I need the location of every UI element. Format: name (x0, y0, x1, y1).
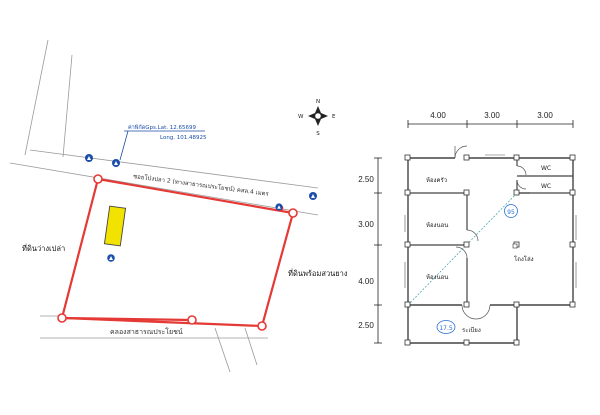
plot-boundary (60, 177, 295, 328)
compass-rose: N S E W (298, 99, 336, 137)
doors (454, 145, 527, 320)
column (569, 189, 576, 196)
compass-n: N (316, 99, 320, 105)
room-hall: โถงโล่ง (514, 255, 534, 263)
wall (467, 305, 518, 344)
camera-marker-icon (107, 254, 115, 262)
camera-marker-icon (309, 192, 317, 200)
room-bedroom-1: ห้องนอน (426, 222, 448, 229)
road-edge-line (9, 162, 319, 216)
plot-boundary-edge (61, 316, 193, 322)
site-plan: ค่าพิกัดGps.Lat. 12.65699 Long. 101.4892… (9, 39, 348, 373)
badge-circle (504, 204, 518, 218)
road-edge-line (29, 149, 319, 189)
column (404, 189, 411, 196)
door-swing-icon (455, 246, 468, 259)
column (569, 154, 576, 161)
road-label: ซอยโป่งปลา 2 (ทางสาธารณประโยชน์) คสล.4 เ… (133, 172, 270, 198)
photo-markers (85, 154, 317, 262)
interior-walls (408, 158, 573, 305)
wall (467, 157, 574, 306)
left-dim-4: 2.50 (358, 321, 374, 330)
building-footprint (103, 205, 127, 247)
top-dim-3: 3.00 (537, 111, 553, 120)
room-porch: ระเบียง (462, 326, 481, 334)
left-dim-2: 3.00 (358, 220, 374, 229)
hall-marker (512, 243, 518, 249)
plot-corner-marker (93, 174, 103, 184)
plot-corner-marker (257, 321, 267, 331)
column (404, 154, 411, 161)
badge-text: 95 (507, 209, 515, 216)
canal-edge-line (214, 327, 231, 373)
structural-columns (404, 154, 576, 346)
canal-label: คลองสาธารณประโยชน์ (110, 327, 183, 336)
column (513, 339, 520, 346)
gps-callout: ค่าพิกัดGps.Lat. 12.65699 Long. 101.4892… (119, 124, 207, 161)
compass-e: E (332, 114, 336, 120)
top-dim-1: 4.00 (430, 111, 446, 120)
gps-longitude: Long. 101.48925 (160, 135, 207, 141)
column (463, 189, 470, 196)
compass-center-icon (314, 112, 322, 120)
column (404, 339, 411, 346)
left-dimension: 2.50 3.00 4.00 2.50 (358, 157, 382, 344)
compass-w: W (298, 114, 304, 120)
east-neighbor-label: ที่ดินพร้อมสวนยาง (288, 268, 348, 278)
column (513, 154, 520, 161)
top-dimension: 4.00 3.00 3.00 (407, 111, 574, 128)
floor-plan: 4.00 3.00 3.00 2.50 3.00 4.00 2.50 (358, 111, 577, 346)
area-badge-2: 17.5 (436, 320, 456, 334)
door-swing-icon (475, 304, 491, 320)
plot-corner-marker (288, 208, 298, 218)
column (463, 154, 470, 161)
column (463, 241, 470, 248)
gps-leader-line (119, 130, 129, 161)
left-dim-3: 4.00 (358, 277, 374, 286)
column (513, 301, 520, 308)
room-wc-2: WC (541, 183, 551, 190)
windows (404, 154, 577, 288)
column (569, 301, 576, 308)
plot-corner-marker (57, 313, 67, 323)
camera-marker-icon (275, 203, 283, 211)
road-edge-line (62, 54, 73, 158)
badge-text: 17.5 (439, 325, 453, 332)
area-badge-1: 95 (504, 204, 518, 218)
gps-latitude: ค่าพิกัดGps.Lat. 12.65699 (128, 124, 196, 131)
column (404, 241, 411, 248)
room-wc-1: WC (541, 165, 551, 172)
column (463, 339, 470, 346)
road-edge-line (24, 39, 49, 156)
column (463, 301, 470, 308)
left-dim-1: 2.50 (358, 175, 374, 184)
room-kitchen: ห้องครัว (426, 177, 447, 184)
context-lines (9, 39, 319, 373)
camera-marker-icon (85, 154, 93, 162)
column (513, 189, 520, 196)
canal-edge-line (244, 327, 258, 366)
door-swing-icon (466, 229, 479, 242)
compass-s: S (316, 131, 320, 137)
room-bedroom-2: ห้องนอน (426, 274, 448, 281)
door-swing-icon (516, 165, 527, 176)
top-dim-2: 3.00 (484, 111, 500, 120)
door-swing-icon (461, 304, 477, 320)
west-neighbor-label: ที่ดินว่างเปล่า (22, 243, 65, 253)
plot-corner-marker (187, 315, 197, 325)
column (569, 241, 576, 248)
camera-marker-icon (112, 159, 120, 167)
badge-circle (436, 320, 456, 334)
door-swing-icon (516, 179, 527, 190)
column (404, 301, 411, 308)
